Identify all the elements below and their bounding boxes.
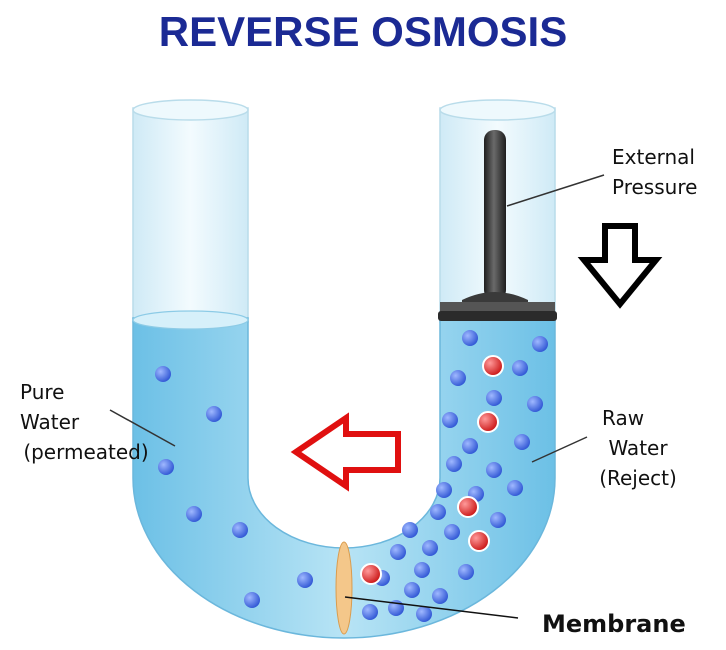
down-arrow-outline-icon — [577, 223, 663, 309]
left-arrow-outline-icon — [290, 412, 401, 492]
pure-water-line-1: Pure — [20, 380, 65, 404]
water-molecules — [155, 330, 548, 622]
external-pressure-label: External Pressure — [612, 142, 697, 202]
right-tube-rim — [439, 99, 556, 121]
membrane-label: Membrane — [542, 610, 686, 638]
piston-icon — [438, 130, 557, 321]
external-pressure-line-1: External — [612, 145, 695, 169]
raw-water-leader — [531, 436, 588, 463]
membrane-leader — [344, 596, 519, 619]
pure-water-line-3: (permeated) — [23, 440, 149, 464]
raw-water-line-2: Water — [608, 436, 668, 460]
raw-water-line-3: (Reject) — [599, 466, 677, 490]
pure-water-label: Pure Water (permeated) — [6, 377, 166, 467]
pure-water-leader — [109, 409, 176, 447]
left-tube-rim — [132, 99, 249, 121]
u-tube-water — [132, 317, 556, 639]
left-tube-glass — [132, 107, 249, 323]
pure-water-line-2: Water — [20, 410, 80, 434]
external-pressure-leader — [506, 174, 605, 207]
raw-water-line-1: Raw — [602, 406, 645, 430]
impurity-particles — [360, 355, 504, 585]
raw-water-label: Raw Water (Reject) — [588, 403, 688, 493]
membrane — [335, 541, 353, 635]
left-water-surface — [132, 310, 249, 330]
external-pressure-line-2: Pressure — [612, 175, 698, 199]
page-title: REVERSE OSMOSIS — [158, 8, 568, 55]
